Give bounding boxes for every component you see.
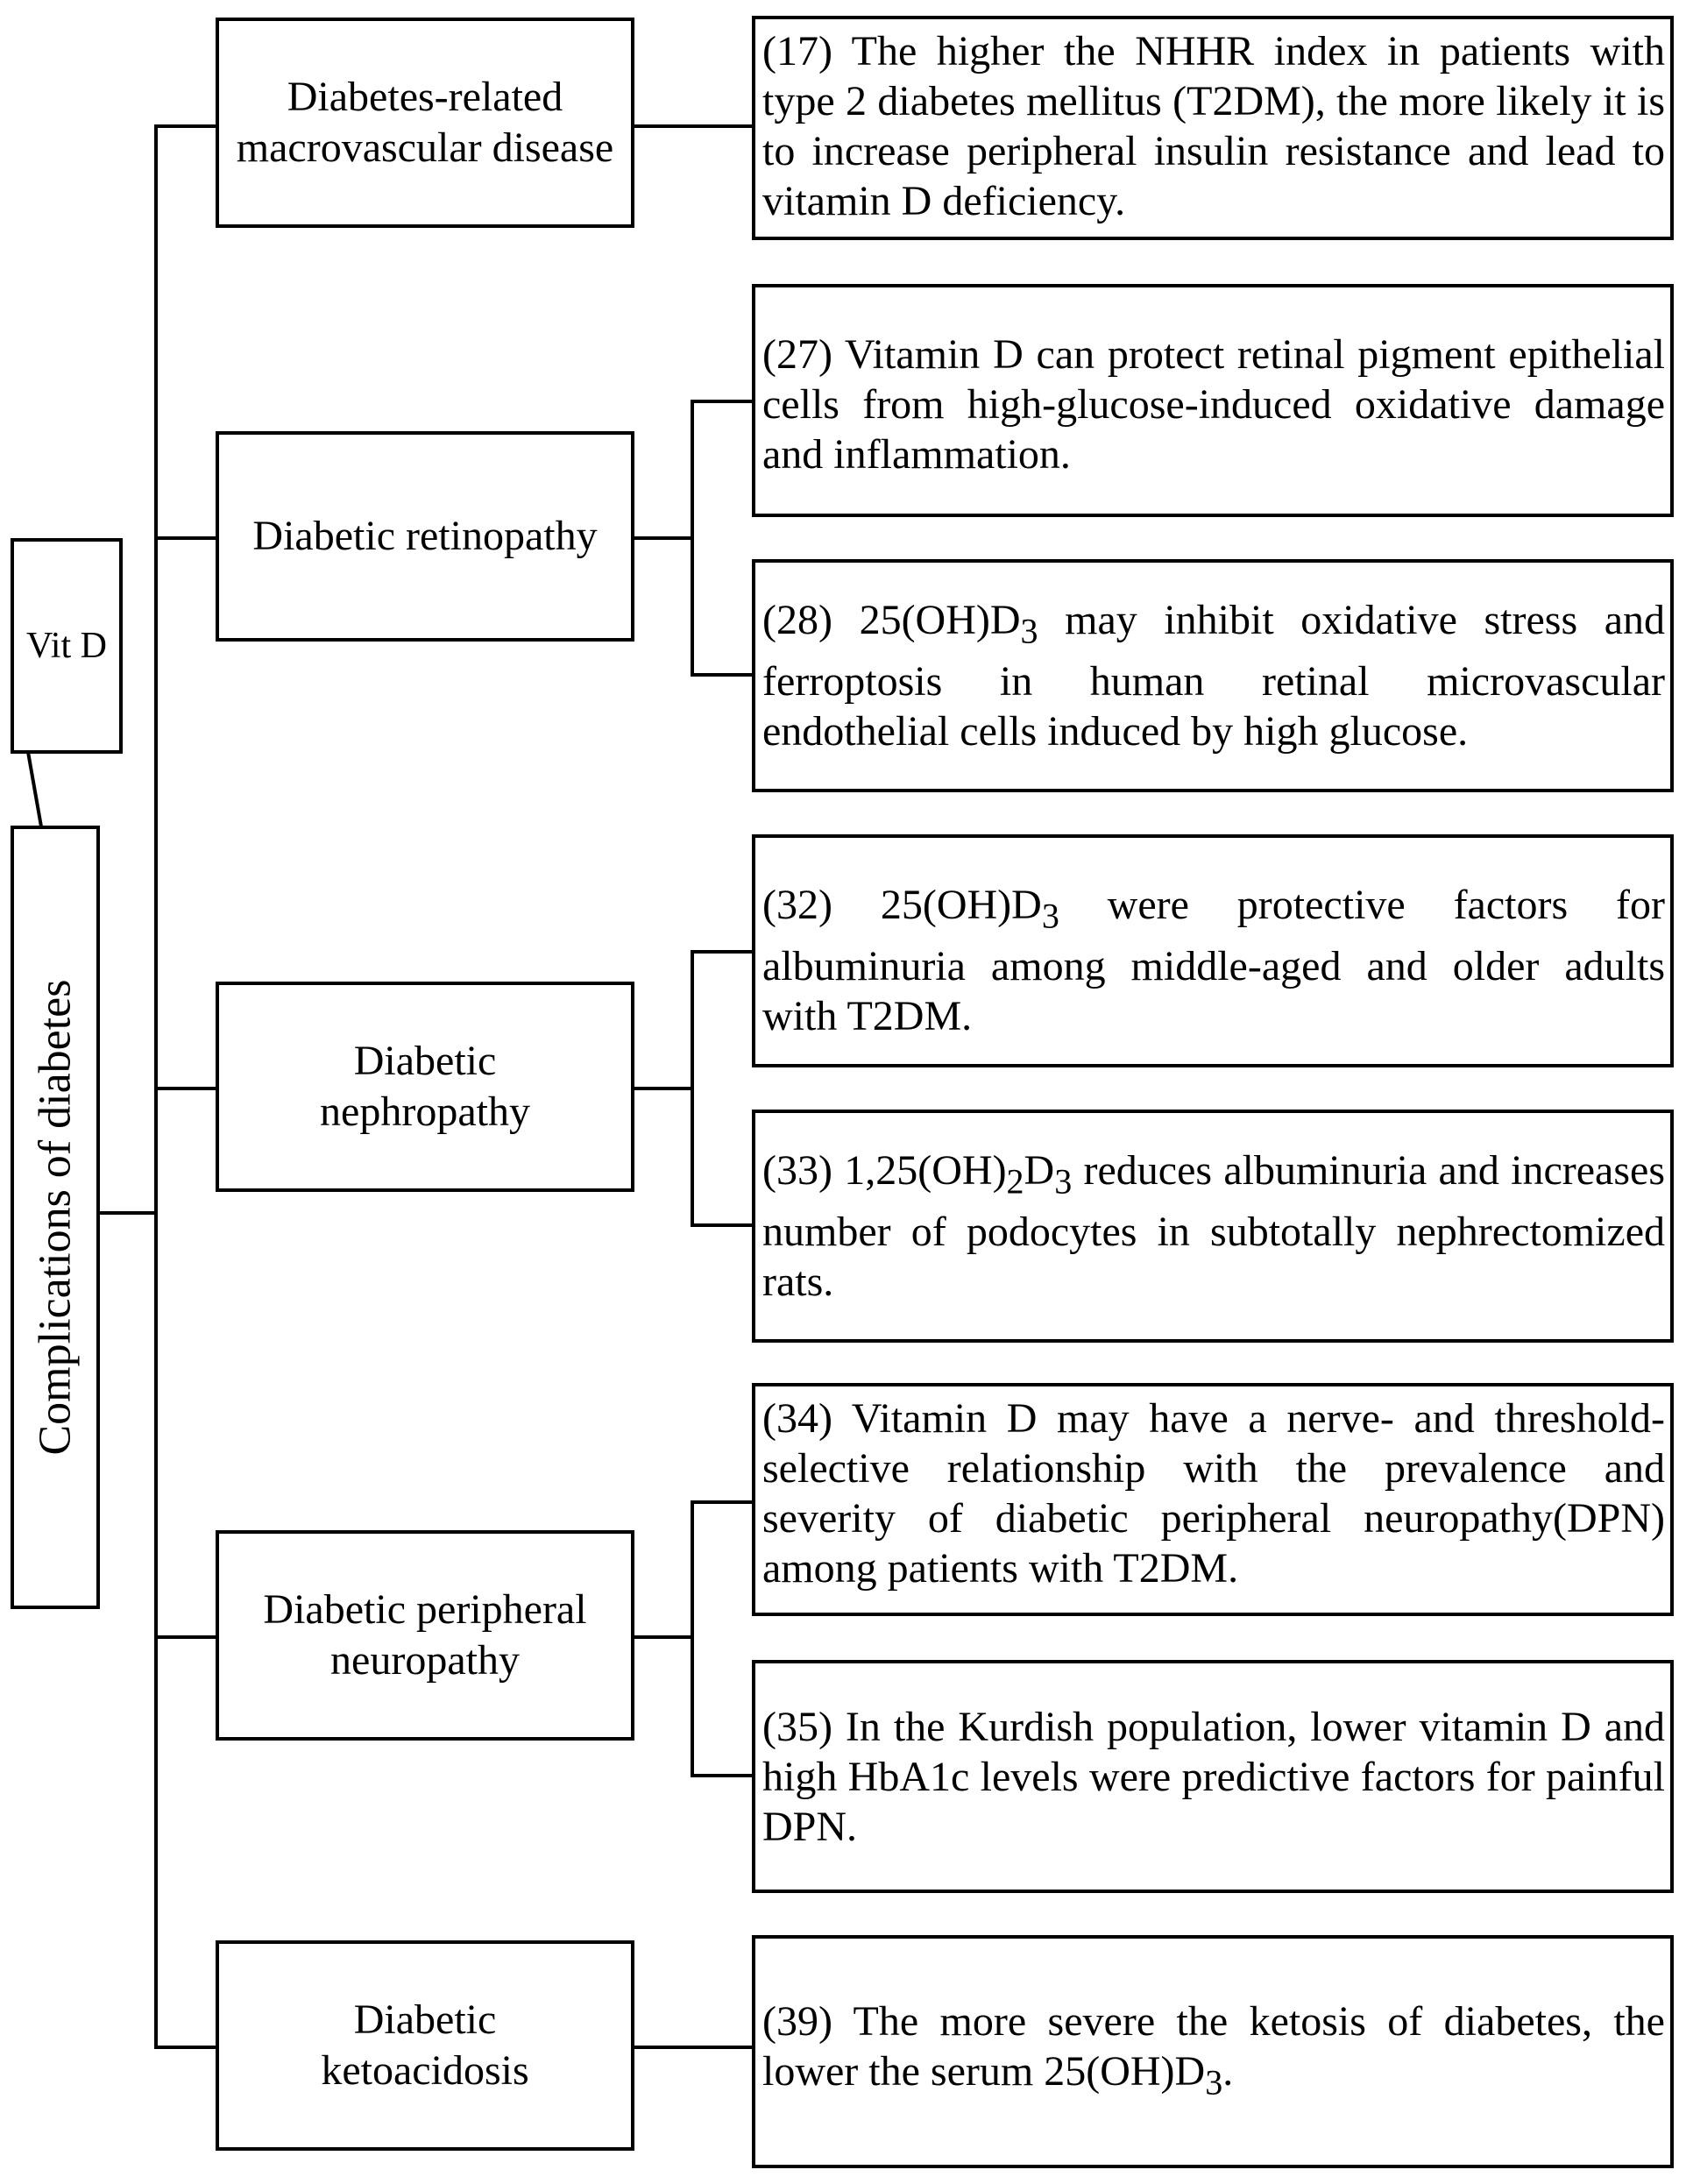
connector-cat3-stub bbox=[633, 1087, 692, 1090]
finding-text: In the Kurdish population, lower vitamin… bbox=[762, 1703, 1666, 1850]
category-retinopathy: Diabetic retinopathy bbox=[216, 431, 634, 642]
category-label: Diabetic retinopathy bbox=[252, 513, 598, 559]
finding-text: Vitamin D may have a nerve- and threshol… bbox=[762, 1395, 1666, 1592]
finding-text: The more severe the ketosis of diabetes,… bbox=[762, 1997, 1665, 2095]
finding-17: (17) The higher the NHHR index in patien… bbox=[752, 16, 1674, 240]
connector-trunk-cat4 bbox=[154, 1635, 217, 1639]
finding-text: The higher the NHHR index in patients wi… bbox=[762, 28, 1665, 224]
finding-text: 25(OH)D bbox=[880, 882, 1042, 928]
finding-subscript: 3 bbox=[1041, 896, 1059, 936]
finding-28: (28) 25(OH)D3 may inhibit oxidative stre… bbox=[752, 559, 1674, 792]
finding-text: Vitamin D can protect retinal pigment ep… bbox=[762, 331, 1665, 478]
finding-ref: (34) bbox=[762, 1395, 832, 1442]
category-ketoacidosis: Diabetic ketoacidosis bbox=[216, 1940, 634, 2151]
finding-text-tail: may inhibit oxidative stress and ferropt… bbox=[762, 597, 1666, 755]
connector-trunk-cat2 bbox=[154, 536, 217, 540]
finding-35: (35) In the Kurdish population, lower vi… bbox=[752, 1660, 1674, 1893]
connector-cat1-finding bbox=[633, 124, 754, 128]
finding-ref: (35) bbox=[762, 1703, 832, 1750]
vitd-label: Vit D bbox=[26, 626, 107, 666]
finding-text: 25(OH)D bbox=[859, 597, 1021, 644]
connector-cat2-vertical bbox=[691, 400, 694, 677]
finding-ref: (17) bbox=[762, 28, 832, 74]
connector-cat3-finding-a bbox=[691, 950, 754, 954]
category-nephropathy: Diabetic nephropathy bbox=[216, 982, 634, 1192]
connector-cat2-stub bbox=[633, 536, 692, 540]
category-macrovascular: Diabetes-related macrovascular disease bbox=[216, 18, 634, 228]
finding-text-mid: D bbox=[1024, 1147, 1055, 1195]
connector-trunk-cat5 bbox=[154, 2046, 217, 2049]
category-label: Diabetic peripheral neuropathy bbox=[263, 1586, 587, 1684]
finding-ref: (33) bbox=[762, 1147, 832, 1195]
connector-cat3-finding-b bbox=[691, 1223, 754, 1227]
finding-34: (34) Vitamin D may have a nerve- and thr… bbox=[752, 1383, 1674, 1616]
vitd-box: Vit D bbox=[11, 538, 123, 754]
finding-text-tail: were protective factors for albuminuria … bbox=[762, 882, 1666, 1039]
connector-cat5-finding bbox=[633, 2046, 754, 2049]
finding-text: 1,25(OH) bbox=[844, 1147, 1007, 1195]
category-label: Diabetes-related macrovascular disease bbox=[236, 74, 614, 171]
finding-ref: (27) bbox=[762, 331, 832, 378]
finding-subscript-2: 3 bbox=[1054, 1161, 1073, 1202]
category-label: Diabetic ketoacidosis bbox=[321, 1996, 529, 2094]
root-label: Complications of diabetes bbox=[30, 979, 81, 1456]
connector-cat4-stub bbox=[633, 1635, 692, 1639]
root-box: Complications of diabetes bbox=[11, 826, 100, 1609]
connector-cat3-vertical bbox=[691, 950, 694, 1227]
finding-32: (32) 25(OH)D3 were protective factors fo… bbox=[752, 834, 1674, 1067]
category-neuropathy: Diabetic peripheral neuropathy bbox=[216, 1530, 634, 1741]
finding-33: (33) 1,25(OH)2D3 reduces albuminuria and… bbox=[752, 1110, 1674, 1343]
connector-cat2-finding-b bbox=[691, 673, 754, 677]
connector-root-trunk bbox=[98, 1211, 156, 1215]
finding-27: (27) Vitamin D can protect retinal pigme… bbox=[752, 284, 1674, 517]
finding-ref: (28) bbox=[762, 597, 832, 644]
finding-39: (39) The more severe the ketosis of diab… bbox=[752, 1935, 1674, 2168]
connector-cat2-finding-a bbox=[691, 400, 754, 403]
finding-text-tail: reduces albuminuria and increases number… bbox=[762, 1147, 1666, 1305]
finding-subscript: 3 bbox=[1205, 2062, 1223, 2102]
category-label: Diabetic nephropathy bbox=[320, 1038, 530, 1135]
finding-ref: (39) bbox=[762, 1997, 832, 2045]
connector-trunk-cat1 bbox=[154, 124, 217, 128]
connector-cat4-finding-a bbox=[691, 1500, 754, 1504]
finding-subscript: 3 bbox=[1020, 611, 1038, 651]
finding-subscript: 2 bbox=[1006, 1161, 1024, 1202]
connector-trunk-cat3 bbox=[154, 1087, 217, 1090]
connector-cat4-vertical bbox=[691, 1500, 694, 1777]
finding-text-tail: . bbox=[1222, 2047, 1234, 2095]
finding-ref: (32) bbox=[762, 882, 832, 928]
connector-cat4-finding-b bbox=[691, 1774, 754, 1777]
